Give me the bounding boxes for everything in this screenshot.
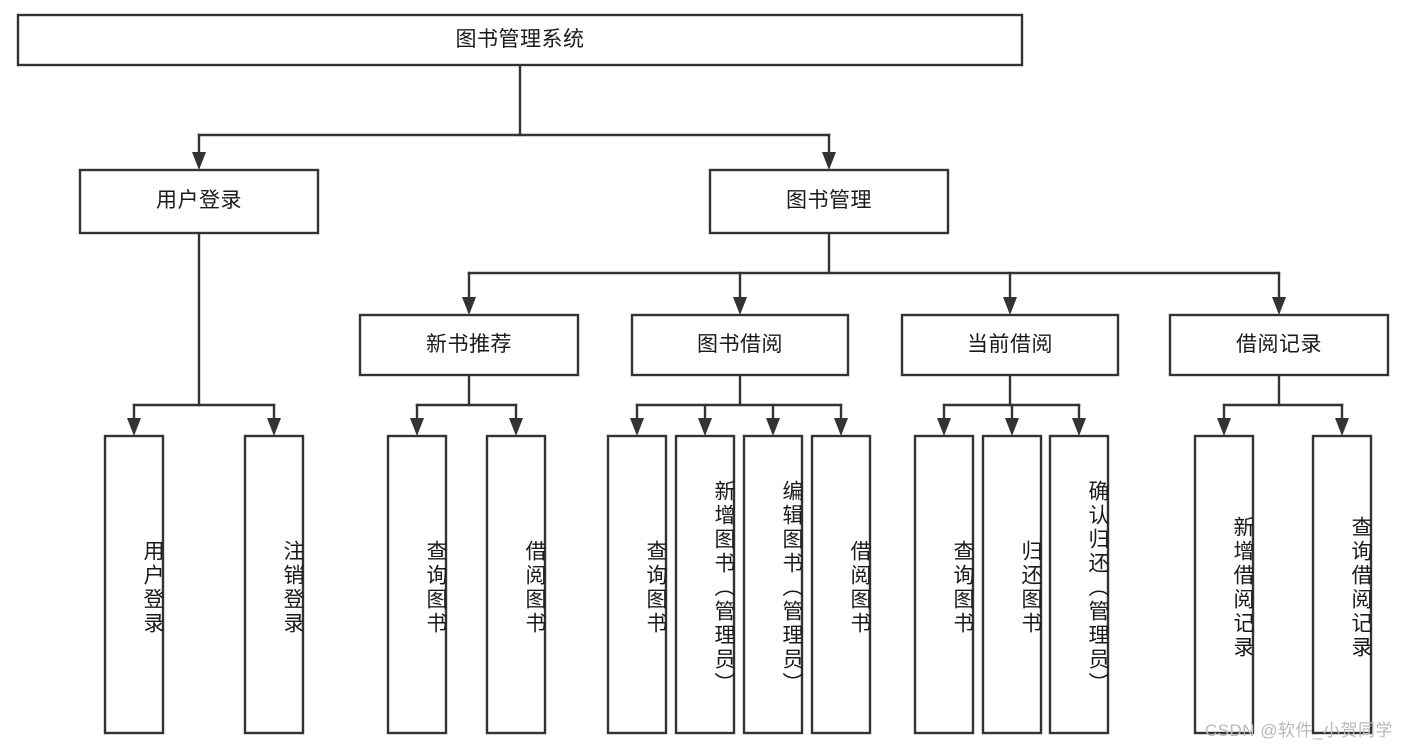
arrow-head-icon-0-1 [822, 152, 836, 170]
node-leaf-3-box[interactable] [485, 434, 547, 735]
arrow-head-icon-6-0 [1217, 418, 1231, 436]
connector-layer [127, 63, 1349, 436]
arrow-head-icon-4-0 [630, 418, 644, 436]
node-box-layer [16, 13, 1390, 735]
node-leaf-5-box[interactable] [674, 434, 736, 735]
arrow-head-icon-3-1 [509, 418, 523, 436]
node-leaf-6-box[interactable] [742, 434, 804, 735]
arrow-head-icon-1-1 [733, 297, 747, 315]
arrow-head-icon-5-0 [937, 418, 951, 436]
node-root-0-box[interactable] [16, 13, 1024, 67]
arrow-head-icon-1-2 [1003, 297, 1017, 315]
node-leaf-4-box[interactable] [606, 434, 668, 735]
arrow-head-icon-3-0 [410, 418, 424, 436]
node-leaf-11-box[interactable] [1193, 434, 1255, 735]
arrow-head-icon-4-2 [766, 418, 780, 436]
node-leaf-10-box[interactable] [1048, 434, 1110, 735]
node-level3-2-box[interactable] [900, 313, 1120, 377]
arrow-head-icon-4-1 [698, 418, 712, 436]
arrow-head-icon-5-2 [1072, 418, 1086, 436]
node-leaf-8-box[interactable] [913, 434, 975, 735]
node-level2-0-box[interactable] [78, 168, 320, 235]
arrow-head-icon-0-0 [192, 152, 206, 170]
node-leaf-1-box[interactable] [243, 434, 305, 735]
node-leaf-7-box[interactable] [810, 434, 872, 735]
arrow-head-icon-1-0 [462, 297, 476, 315]
arrow-head-icon-2-0 [127, 418, 141, 436]
arrow-head-icon-4-3 [834, 418, 848, 436]
node-leaf-9-box[interactable] [981, 434, 1043, 735]
node-leaf-12-box[interactable] [1311, 434, 1373, 735]
node-level3-1-box[interactable] [630, 313, 850, 377]
arrow-head-icon-2-1 [267, 418, 281, 436]
node-leaf-0-box[interactable] [103, 434, 165, 735]
arrow-head-icon-5-1 [1005, 418, 1019, 436]
arrow-head-icon-1-3 [1272, 297, 1286, 315]
arrow-head-icon-6-1 [1335, 418, 1349, 436]
node-level3-3-box[interactable] [1168, 313, 1390, 377]
node-level3-0-box[interactable] [358, 313, 580, 377]
node-leaf-2-box[interactable] [386, 434, 448, 735]
node-level2-1-box[interactable] [708, 168, 950, 235]
